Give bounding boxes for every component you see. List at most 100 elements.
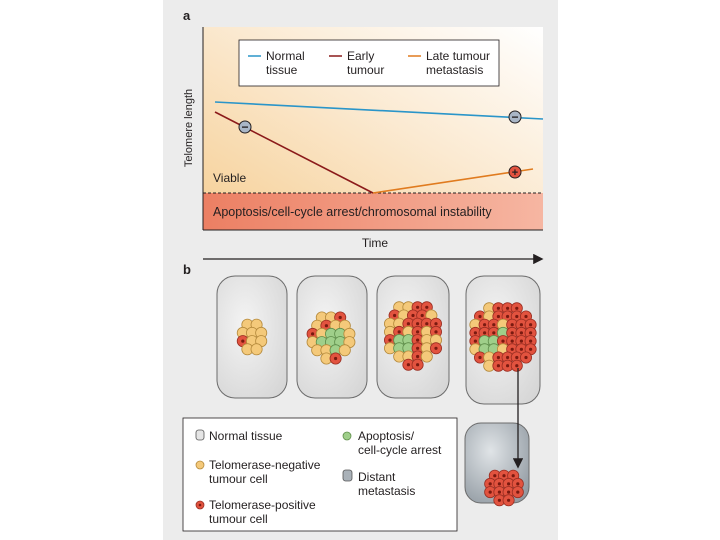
cell-nucleus xyxy=(334,356,338,361)
cell-nucleus xyxy=(506,314,510,319)
chart-legend: Normal tissue Early tumour Late tumour m… xyxy=(238,39,500,87)
cell-nucleus xyxy=(416,363,420,367)
plus-marker-late: + xyxy=(508,165,522,179)
cell-nucleus xyxy=(507,490,511,494)
cell-nucleus xyxy=(393,313,397,318)
cell-nucleus xyxy=(507,482,511,486)
cell-nucleus xyxy=(416,338,420,342)
cell-nucleus xyxy=(388,338,392,342)
cell-nucleus xyxy=(506,364,510,368)
svg-text:−: − xyxy=(241,120,248,134)
cell-nucleus xyxy=(497,498,501,502)
svg-text:−: − xyxy=(511,110,518,124)
cell-nucleus xyxy=(488,482,492,486)
cell-nucleus xyxy=(483,331,487,335)
cell-nucleus xyxy=(434,322,438,326)
legend-negative-line1: Telomerase-negative xyxy=(209,458,321,472)
cell-nucleus xyxy=(488,490,492,494)
cell-nucleus xyxy=(425,305,429,309)
cell-nucleus xyxy=(478,355,482,360)
cell-nucleus xyxy=(493,474,497,478)
cell-nucleus xyxy=(497,490,501,494)
cell-nucleus xyxy=(501,339,505,343)
late-tumour-line xyxy=(372,168,534,194)
cell-nucleus xyxy=(397,330,401,334)
cell-nucleus xyxy=(406,363,410,367)
cell-clusters xyxy=(236,301,537,507)
panel-b-label: b xyxy=(183,262,191,277)
cell-legend: Normal tissue Telomerase-negative tumour… xyxy=(182,417,458,532)
cell-nucleus xyxy=(519,323,523,327)
cell-nucleus xyxy=(507,498,511,502)
telomerase-negative-cell xyxy=(250,343,263,356)
cell-nucleus xyxy=(515,355,519,360)
cell-nucleus xyxy=(497,482,501,486)
cell-nucleus xyxy=(241,339,245,343)
cell-nucleus xyxy=(416,354,420,359)
legend-early-line2: tumour xyxy=(347,63,384,77)
normal-tissue-swatch xyxy=(195,429,205,441)
cell-nucleus xyxy=(502,474,506,478)
minus-marker-early: − xyxy=(238,120,252,134)
legend-early-line1: Early xyxy=(347,49,374,63)
cell-nucleus xyxy=(506,355,510,360)
legend-positive-line2: tumour cell xyxy=(209,512,268,526)
figure-canvas: a Telomere length Time Normal tissue Ear… xyxy=(182,8,544,532)
cell-nucleus xyxy=(529,323,533,327)
metastasis-swatch xyxy=(342,469,353,482)
telomerase-negative-cell xyxy=(338,344,351,357)
cell-nucleus xyxy=(473,339,477,343)
cell-nucleus xyxy=(492,323,496,327)
cell-nucleus xyxy=(473,331,477,335)
cell-nucleus xyxy=(510,323,514,327)
cell-nucleus xyxy=(425,322,429,326)
x-axis-label: Time xyxy=(362,236,389,250)
cell-nucleus xyxy=(338,315,342,320)
cell-nucleus xyxy=(411,313,415,318)
figure-panel: a Telomere length Time Normal tissue Ear… xyxy=(163,0,558,540)
negative-cell-swatch xyxy=(195,460,205,470)
cell-nucleus xyxy=(416,330,420,334)
crisis-label: Apoptosis/cell-cycle arrest/chromosomal … xyxy=(213,205,492,219)
cell-nucleus xyxy=(416,322,420,326)
legend-apoptosis-line1: Apoptosis/ xyxy=(358,429,415,443)
cell-nucleus xyxy=(420,313,424,318)
cell-legend-box xyxy=(182,417,458,532)
legend-late-line1: Late tumour xyxy=(426,49,490,63)
cell-nucleus xyxy=(311,332,315,336)
y-axis-label: Telomere length xyxy=(183,89,195,167)
cell-nucleus xyxy=(483,323,487,327)
legend-late-line2: metastasis xyxy=(426,63,483,77)
cell-nucleus xyxy=(516,482,520,486)
cell-nucleus xyxy=(324,324,328,328)
cell-nucleus xyxy=(492,331,496,335)
cell-nucleus xyxy=(406,322,410,326)
cell-nucleus xyxy=(416,346,420,350)
cell-nucleus xyxy=(511,474,515,478)
cell-nucleus xyxy=(478,314,482,319)
cell-nucleus xyxy=(519,347,523,351)
cell-nucleus xyxy=(510,331,514,335)
cell-nucleus xyxy=(510,347,514,351)
legend-metastasis-line2: metastasis xyxy=(358,484,415,498)
crisis-band xyxy=(203,193,543,230)
cell-nucleus xyxy=(516,490,520,494)
minus-marker-normal: − xyxy=(508,110,522,124)
cell-nucleus xyxy=(434,330,438,334)
cell-nucleus xyxy=(524,314,528,319)
cell-nucleus xyxy=(496,355,500,360)
legend-box xyxy=(238,39,500,87)
cell-nucleus xyxy=(434,346,438,350)
cell-nucleus xyxy=(529,331,533,335)
svg-text:+: + xyxy=(512,167,518,179)
cell-nucleus xyxy=(529,339,533,343)
apoptosis-cell-swatch xyxy=(342,431,352,441)
cell-nucleus xyxy=(510,339,514,343)
cell-nucleus xyxy=(496,364,500,368)
cell-nucleus xyxy=(416,305,420,309)
legend-negative-line2: tumour cell xyxy=(209,472,268,486)
cell-nucleus xyxy=(519,339,523,343)
panel-a-label: a xyxy=(183,8,191,23)
cell-nucleus xyxy=(515,364,519,368)
cell-nucleus xyxy=(496,314,500,319)
